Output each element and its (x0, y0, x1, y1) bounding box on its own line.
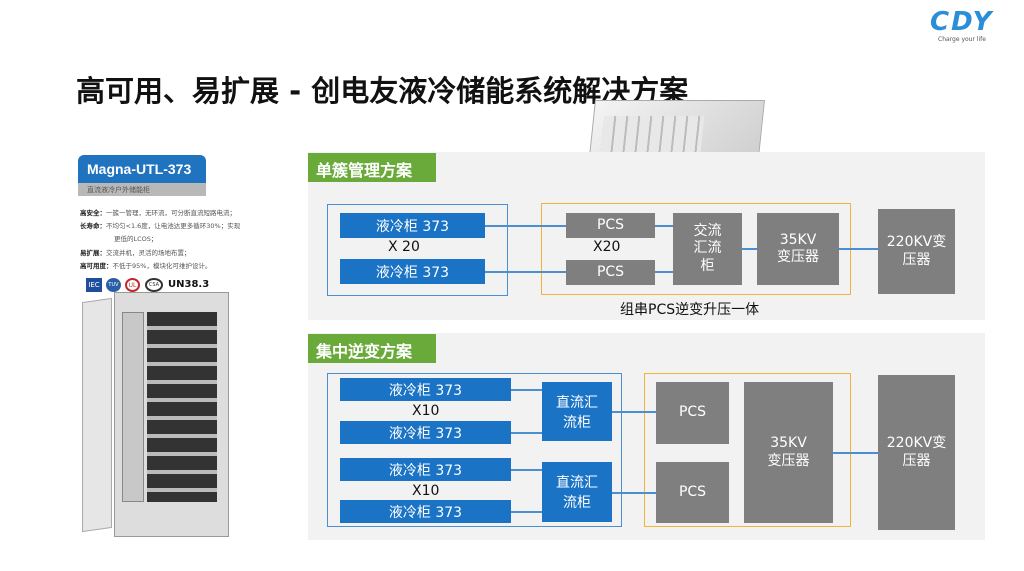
un383-cert: UN38.3 (168, 279, 210, 290)
page-title: 高可用、易扩展 - 创电友液冷储能系统解决方案 (76, 74, 689, 108)
scheme2-battery-group (327, 373, 622, 527)
spec-life: 长寿命：不均匀<1.6度，让电池达更多循环30%；实现 (80, 222, 241, 230)
logo-text: CDY (930, 7, 994, 37)
scheme2-mult-1: X10 (412, 403, 440, 419)
scheme2-mult-2: X10 (412, 483, 440, 499)
logo: CDY Charge your life (930, 8, 993, 43)
scheme2-cabinet-4: 液冷柜 373 (340, 500, 511, 523)
scheme1-pcs-1: PCS (566, 213, 655, 238)
scheme2-cabinet-2: 液冷柜 373 (340, 421, 511, 444)
csa-cert-icon: CSA (145, 278, 163, 292)
scheme1-mult-1: X 20 (388, 239, 420, 255)
scheme1-pcs-2: PCS (566, 260, 655, 285)
scheme1-cabinet-1: 液冷柜 373 (340, 213, 485, 238)
scheme2-pcs-1: PCS (656, 382, 729, 444)
product-subtitle: 直流液冷户外储能柜 (78, 183, 206, 196)
iec-cert-icon: IEC (86, 278, 102, 292)
scheme2-grid-transformer: 220KV变 压器 (878, 375, 955, 530)
scheme1-transformer: 35KV 变压器 (757, 213, 839, 285)
scheme2-dc-combiner-1: 直流汇 流柜 (542, 382, 612, 441)
spec-availability: 高可用度：不低于95%，模块化可维护设计。 (80, 262, 212, 270)
spec-safety: 高安全：一簇一管理，无环流，可分断直流短路电流； (80, 209, 236, 217)
scheme2-label: 集中逆变方案 (308, 334, 436, 363)
cabinet-image (82, 292, 232, 542)
logo-slogan: Charge your life (938, 36, 986, 43)
scheme1-mult-2: X20 (593, 239, 621, 255)
scheme1-caption: 组串PCS逆变升压一体 (620, 302, 760, 318)
scheme1-ac-combiner: 交流 汇流 柜 (673, 213, 742, 285)
product-name: Magna-UTL-373 (78, 155, 206, 183)
scheme2-cabinet-1: 液冷柜 373 (340, 378, 511, 401)
scheme1-label: 单簇管理方案 (308, 153, 436, 182)
scheme1-cabinet-2: 液冷柜 373 (340, 259, 485, 284)
scheme2-pcs-2: PCS (656, 462, 729, 523)
spec-life-cont: 更低的LCOS； (114, 235, 158, 243)
tuv-cert-icon: TUV (106, 278, 121, 292)
scheme2-cabinet-3: 液冷柜 373 (340, 458, 511, 481)
scheme1-grid-transformer: 220KV变 压器 (878, 209, 955, 294)
scheme2-transformer: 35KV 变压器 (744, 382, 833, 523)
scheme1-battery-group (327, 204, 508, 296)
spec-expand: 易扩展：交流并机，灵活的场地布置； (80, 249, 191, 257)
ul-cert-icon: UL (125, 278, 140, 292)
scheme2-pcs-group (644, 373, 851, 527)
scheme2-dc-combiner-2: 直流汇 流柜 (542, 462, 612, 522)
